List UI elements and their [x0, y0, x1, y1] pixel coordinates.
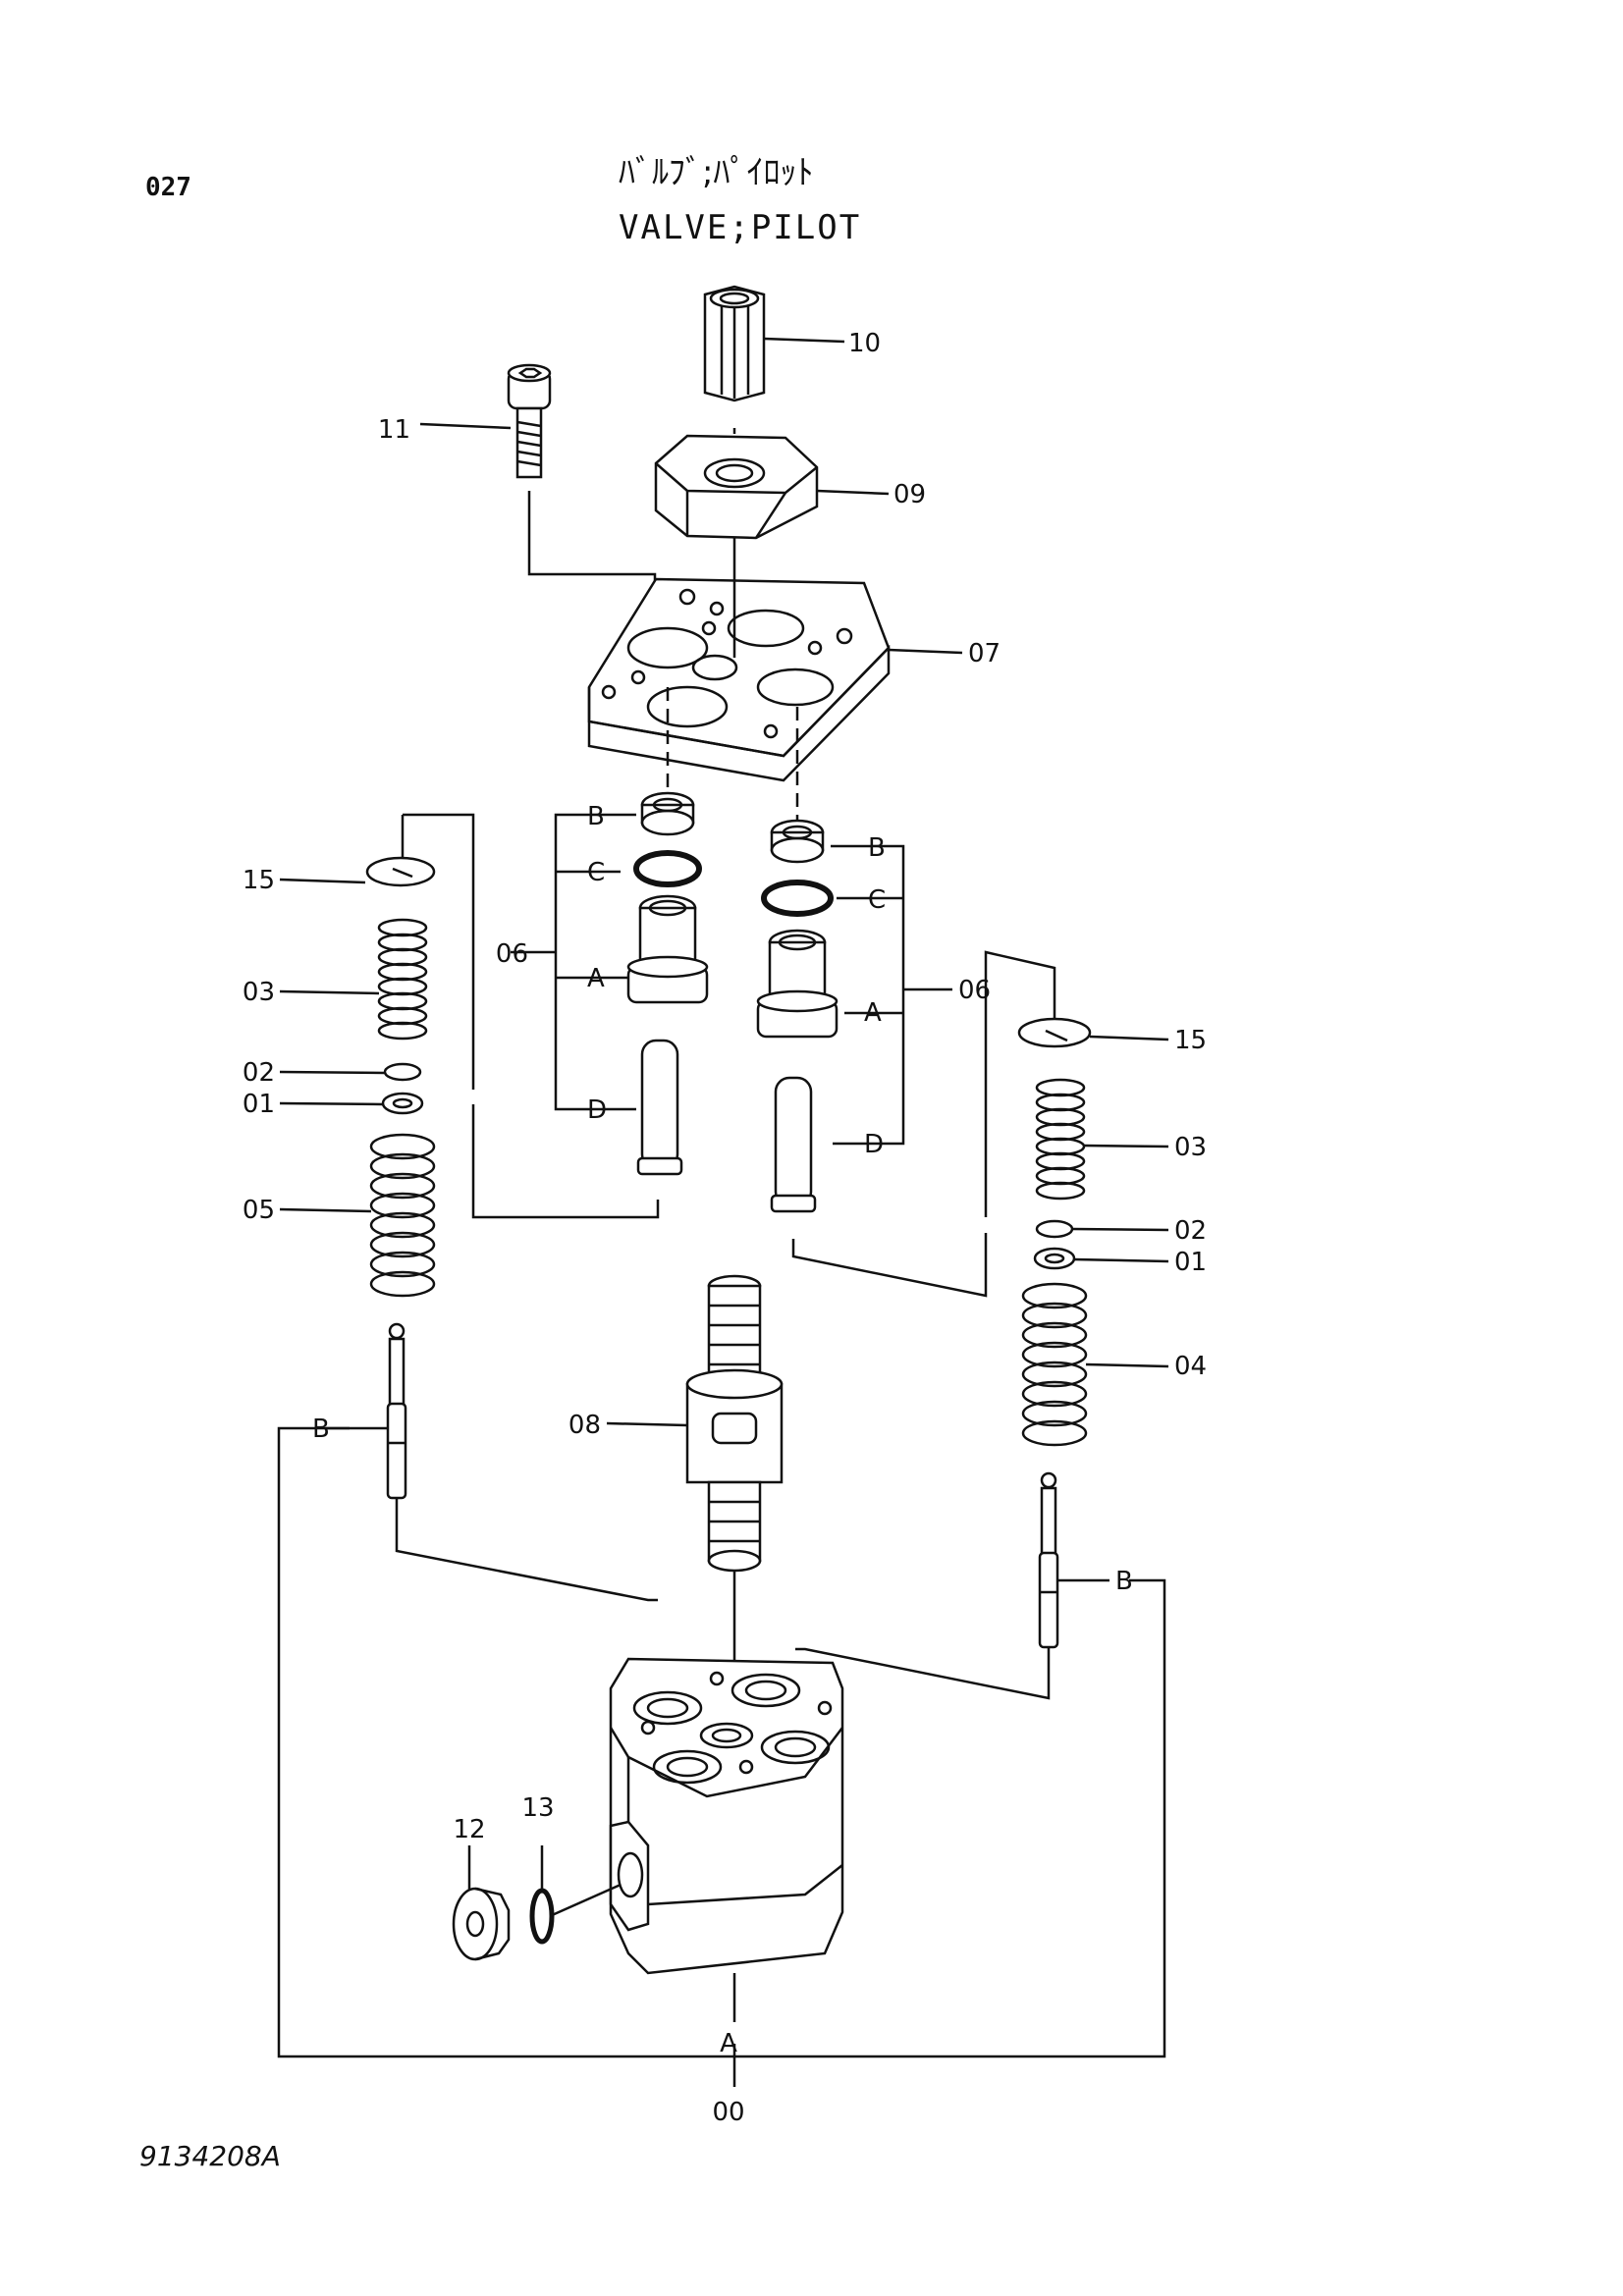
callout-10: 10: [848, 329, 881, 358]
callout-00: 00: [712, 2098, 744, 2127]
assembly-frame-lines: [277, 1426, 1166, 2087]
letter-c-left: C: [587, 858, 605, 887]
title-japanese: ﾊﾞﾙﾌﾞ;ﾊﾟｲﾛｯﾄ: [619, 153, 814, 192]
part-13-o-ring: [529, 1845, 622, 1945]
letter-a-right: A: [864, 998, 882, 1028]
part-06-right-plunger-assembly: [756, 707, 952, 1213]
callout-07: 07: [968, 639, 1001, 668]
letter-b-right: B: [868, 833, 886, 863]
callout-09: 09: [893, 480, 926, 509]
callout-06-left: 06: [496, 939, 528, 969]
callout-05: 05: [243, 1196, 275, 1225]
callout-02-right: 02: [1174, 1216, 1207, 1246]
callout-labels: 10 11 09 07 15 03 02 01 05 06 06 15 03 0…: [243, 329, 1207, 2127]
left-spring-stack: [279, 813, 660, 1602]
letter-d-right: D: [864, 1130, 884, 1159]
letter-labels: B C A D B C A D B B A: [312, 802, 1133, 2058]
callout-13: 13: [521, 1793, 554, 1823]
part-00-valve-body: [609, 1657, 844, 2022]
part-09-hex-plate: [654, 428, 890, 540]
callout-12: 12: [453, 1815, 485, 1844]
callout-15-right: 15: [1174, 1026, 1207, 1055]
part-06-left-plunger-assembly: [511, 687, 709, 1176]
callout-02-left: 02: [243, 1058, 275, 1088]
page-number: 027: [145, 173, 191, 202]
letter-c-right: C: [868, 885, 886, 915]
right-spring-stack: [791, 950, 1169, 1700]
callout-01-right: 01: [1174, 1248, 1207, 1277]
letter-a-body: A: [720, 2029, 737, 2058]
letter-b-left: B: [587, 802, 605, 831]
part-12-plug: [452, 1845, 511, 1961]
part-11-bolt: [419, 363, 657, 669]
part-10-coupling: [703, 285, 845, 402]
callout-06-right: 06: [958, 976, 991, 1005]
part-07-top-plate: [587, 538, 963, 782]
callout-01-left: 01: [243, 1090, 275, 1119]
letter-b-rod-right: B: [1115, 1567, 1133, 1596]
callout-15-left: 15: [243, 866, 275, 895]
part-08-universal-joint: [606, 1274, 784, 1679]
drawing-number: 9134208A: [139, 2140, 281, 2172]
callout-03-right: 03: [1174, 1133, 1207, 1162]
letter-b-rod-left: B: [312, 1415, 330, 1444]
callout-08: 08: [568, 1411, 601, 1440]
letter-a-left: A: [587, 964, 605, 993]
title-english: VALVE;PILOT: [619, 208, 862, 247]
callout-11: 11: [378, 415, 410, 445]
letter-d-left: D: [587, 1095, 607, 1125]
callout-04: 04: [1174, 1352, 1207, 1381]
callout-03-left: 03: [243, 978, 275, 1007]
